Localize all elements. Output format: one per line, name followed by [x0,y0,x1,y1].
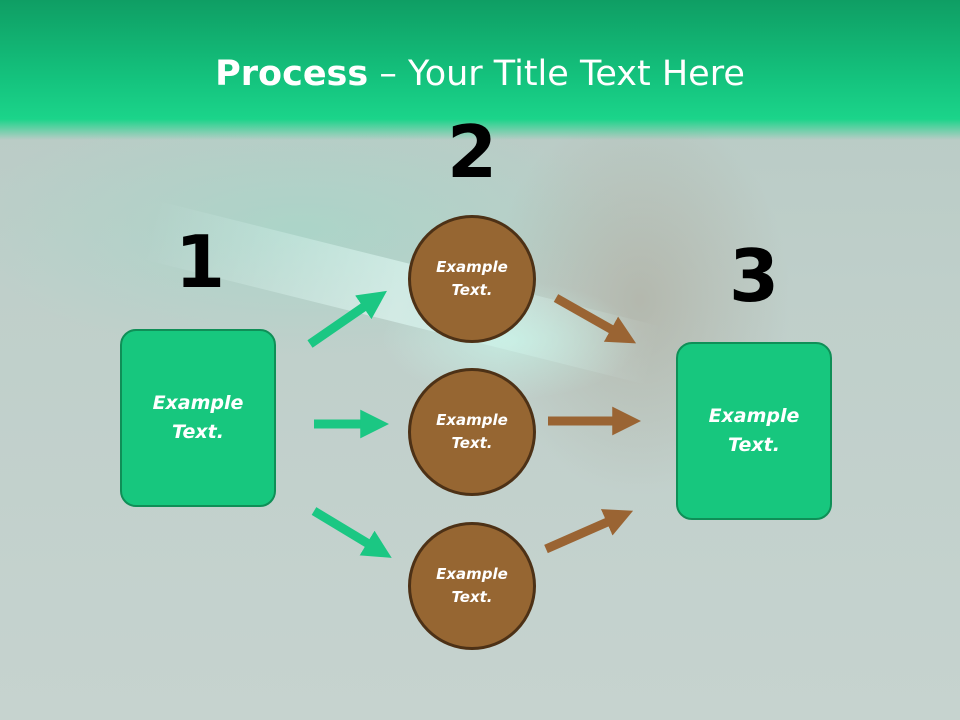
step-1-box[interactable]: Example Text. [120,329,276,507]
arrow-bottom-to-3 [544,509,634,554]
slide-title: Process – Your Title Text Here [0,52,960,96]
arrow-1-to-top [307,290,387,348]
step-1-text: Example Text. [152,392,244,443]
title-bar [0,0,960,140]
step-2-node-middle-text: Example Text. [436,411,508,452]
step-2-node-top-text: Example Text. [436,258,508,299]
step-1-number: 1 [174,220,226,304]
arrow-top-to-3 [553,294,637,344]
step-2-node-middle[interactable]: Example Text. [408,368,536,496]
step-3-box[interactable]: Example Text. [676,342,832,520]
step-2-node-top[interactable]: Example Text. [408,215,536,343]
step-3-number: 3 [728,234,780,318]
arrow-1-to-bottom [311,507,392,558]
step-3-text: Example Text. [708,405,800,456]
step-2-number: 2 [446,110,498,194]
step-2-node-bottom-text: Example Text. [436,565,508,606]
title-rest: – Your Title Text Here [368,54,745,94]
title-bold: Process [215,54,369,94]
step-2-node-bottom[interactable]: Example Text. [408,522,536,650]
